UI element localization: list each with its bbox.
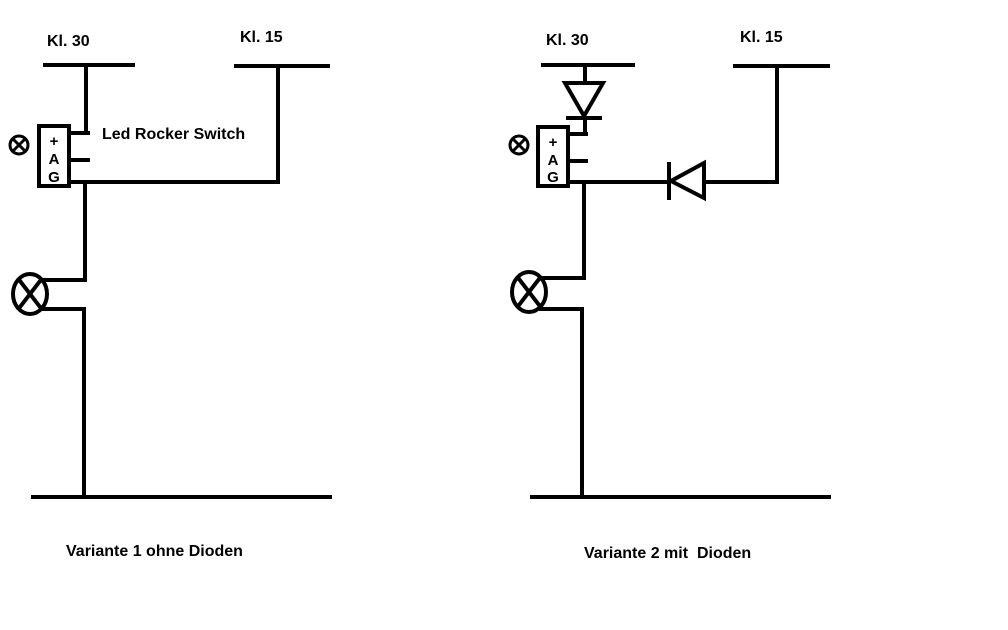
switch-indicator-lamp-icon bbox=[8, 134, 30, 156]
pin-g-label: G bbox=[547, 169, 559, 186]
rocker-switch-body bbox=[536, 125, 570, 188]
pin-plus-label: + bbox=[50, 133, 59, 150]
variant-1-circuit: Kl. 30 Kl. 15 Led Rocker Switch + A G V bbox=[8, 29, 332, 560]
switch-label: Led Rocker Switch bbox=[102, 126, 245, 143]
variant-2-circuit: Kl. 30 Kl. 15 + A G bbox=[508, 29, 831, 562]
rocker-switch-body bbox=[37, 124, 71, 188]
pin-plus-label: + bbox=[549, 134, 558, 151]
terminal-30-label: Kl. 30 bbox=[546, 32, 589, 49]
diode-2-icon bbox=[666, 159, 706, 202]
switch-indicator-lamp-icon bbox=[508, 134, 530, 156]
lamp-icon bbox=[11, 272, 49, 316]
diode-1-icon bbox=[561, 81, 607, 121]
pin-a-label: A bbox=[49, 151, 60, 168]
pin-g-label: G bbox=[48, 169, 60, 186]
terminal-15-label: Kl. 15 bbox=[240, 29, 283, 46]
variant-2-caption: Variante 2 mit Dioden bbox=[584, 545, 751, 562]
lamp-icon bbox=[510, 270, 548, 314]
variant-1-caption: Variante 1 ohne Dioden bbox=[66, 543, 243, 560]
terminal-30-label: Kl. 30 bbox=[47, 33, 90, 50]
terminal-15-label: Kl. 15 bbox=[740, 29, 783, 46]
pin-a-label: A bbox=[548, 152, 559, 169]
